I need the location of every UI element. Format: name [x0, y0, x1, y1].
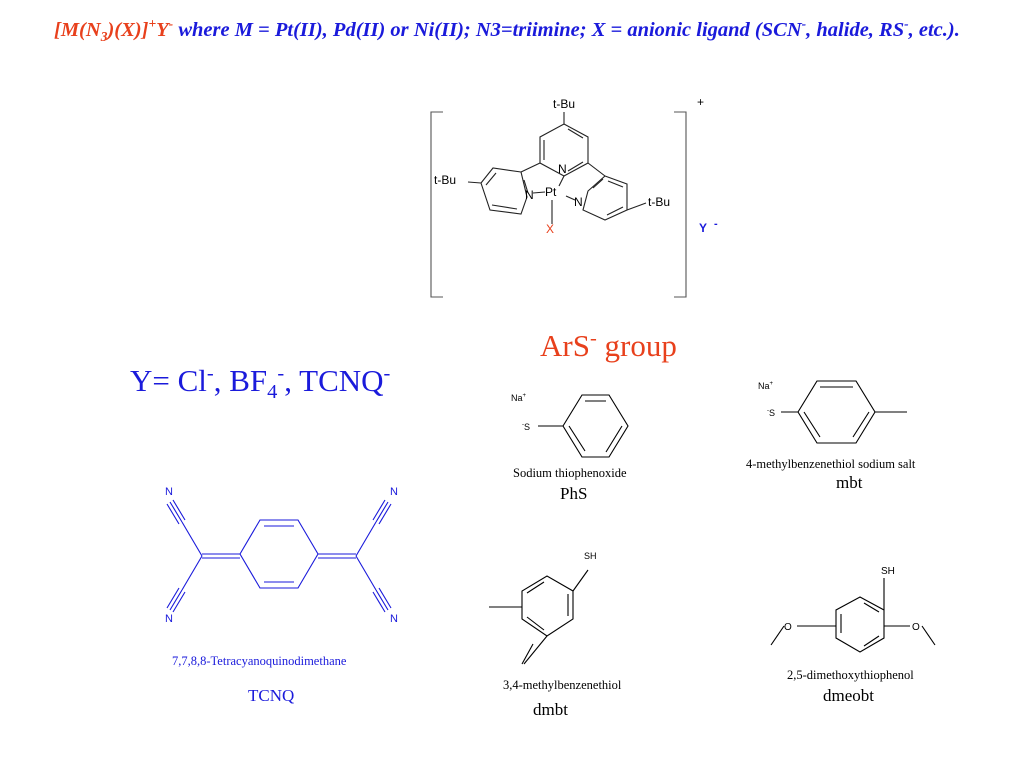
phs-labels: Na+ -S — [511, 393, 530, 432]
phs-caption: Sodium thiophenoxide — [513, 466, 627, 480]
tcnq-n-top-left: N — [165, 486, 173, 498]
mbt-labels: Na+ -S — [758, 381, 775, 418]
mbt-name: mbt — [836, 473, 863, 492]
dmeobt-ring — [835, 596, 885, 653]
tbu-left-label: t-Bu — [434, 173, 456, 187]
tcnq-n-bottom-left: N — [165, 613, 173, 625]
tcnq-name: TCNQ — [248, 686, 295, 705]
n-left-label: N — [525, 188, 534, 202]
left-bracket — [430, 111, 443, 298]
dmeobt-labels: SH O O — [784, 566, 920, 633]
dmeobt-o-left: O — [784, 622, 792, 633]
metal-label: Pt — [545, 185, 557, 199]
ars-group-title: ArS- group — [540, 327, 677, 363]
mbt-structure — [781, 380, 907, 444]
tcnq-ring — [239, 519, 319, 589]
dmbt-structure — [489, 569, 589, 665]
tbu-right-label: t-Bu — [648, 195, 670, 209]
n-center-label: N — [558, 162, 567, 176]
dmeobt-sh: SH — [881, 566, 895, 577]
counter-ion-label: Y — [699, 221, 707, 235]
counter-ion-charge: - — [714, 218, 718, 230]
dmeobt-o-right: O — [912, 622, 920, 633]
header-title: [M(N3)(X)]+Y- where M = Pt(II), Pd(II) o… — [54, 14, 1014, 46]
phs-structure — [538, 394, 629, 458]
dmbt-sh: SH — [584, 551, 597, 561]
dmeobt-caption: 2,5-dimethoxythiophenol — [787, 668, 914, 682]
phs-name: PhS — [560, 484, 588, 503]
ligand-x-label: X — [546, 222, 554, 236]
counterion-list: Y= Cl-, BF4-, TCNQ- — [130, 362, 391, 404]
dmbt-labels: SH — [584, 551, 597, 561]
right-bracket — [674, 111, 687, 298]
mbt-s: -S — [767, 408, 775, 418]
pt-terpyridine-complex — [430, 111, 687, 298]
dmeobt-structure — [770, 578, 936, 653]
complex-charge: + — [697, 95, 704, 109]
tcnq-labels: N N N N — [165, 486, 398, 625]
n-right-label: N — [574, 195, 583, 209]
dmbt-name: dmbt — [533, 700, 568, 719]
dmeobt-name: dmeobt — [823, 686, 874, 705]
right-pyridine — [582, 175, 628, 221]
phs-ring — [562, 394, 629, 458]
mbt-caption: 4-methylbenzenethiol sodium salt — [746, 457, 916, 471]
complex-labels: t-Bu t-Bu t-Bu N N N Pt X + Y - — [434, 95, 718, 236]
tcnq-caption: 7,7,8,8-Tetracyanoquinodimethane — [172, 654, 347, 668]
tbu-top-label: t-Bu — [553, 97, 575, 111]
dmbt-ring — [521, 575, 574, 637]
mbt-na: Na+ — [758, 381, 774, 391]
complex-formula: [M(N3)(X)]+Y- — [54, 16, 174, 45]
tcnq-n-bottom-right: N — [390, 613, 398, 625]
tcnq-structure — [166, 499, 392, 613]
dmbt-caption: 3,4-methylbenzenethiol — [503, 678, 622, 692]
phs-na: Na+ — [511, 393, 527, 403]
left-pyridine — [480, 167, 528, 215]
tcnq-n-top-right: N — [390, 486, 398, 498]
header-description: where M = Pt(II), Pd(II) or Ni(II); N3=t… — [173, 16, 960, 41]
mbt-ring — [797, 380, 876, 444]
phs-s: -S — [522, 422, 530, 432]
